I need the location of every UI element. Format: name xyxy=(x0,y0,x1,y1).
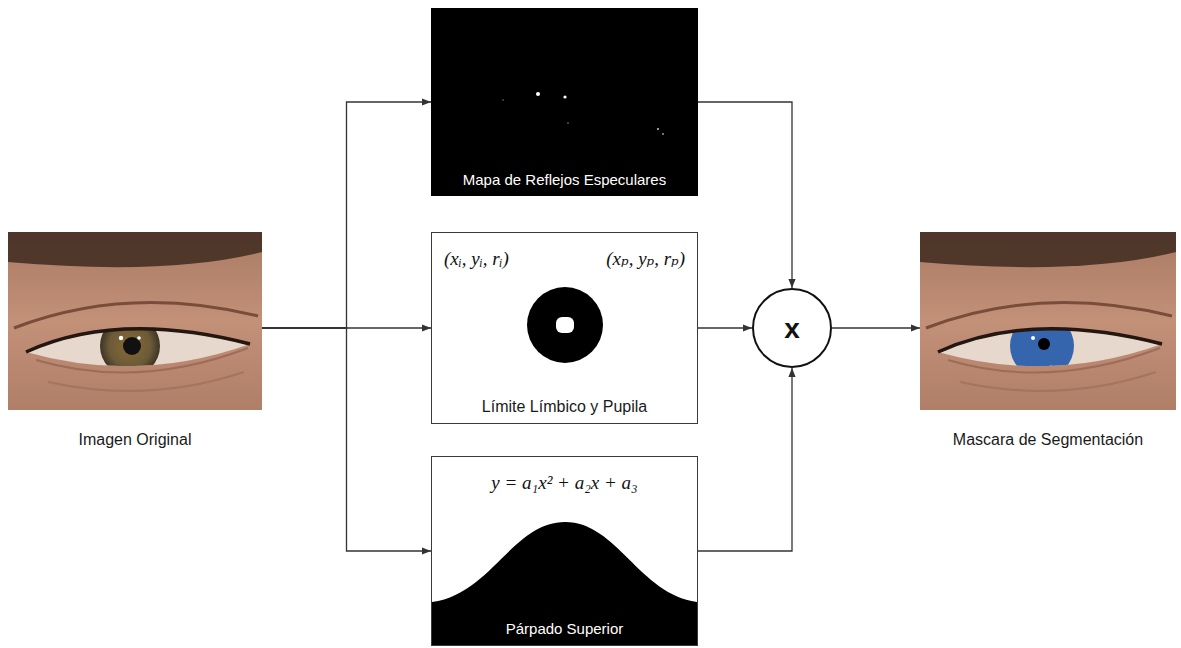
input-image: Imagen Original xyxy=(8,232,262,454)
text-row: (xᵢ, yᵢ, rᵢ) (xₚ, yₚ, rₚ) xyxy=(444,247,685,271)
caption: Límite Límbico y Pupila xyxy=(482,397,647,417)
text-row xyxy=(440,495,689,621)
text-row xyxy=(444,271,685,397)
skin xyxy=(8,232,262,410)
caption: Imagen Original xyxy=(79,430,192,450)
caption: Mapa de Reflejos Especulares xyxy=(463,171,666,190)
eyelid-region xyxy=(432,522,697,645)
eyebrow xyxy=(8,232,262,267)
pupil xyxy=(1038,338,1050,350)
caption: Mascara de Segmentación xyxy=(953,430,1143,450)
specular-dot xyxy=(1031,336,1035,340)
connector-arrow xyxy=(698,368,792,551)
segmented-photo xyxy=(920,232,1176,410)
text-row: Párpado Superior xyxy=(440,620,689,639)
skin xyxy=(920,232,1176,410)
formula: (xᵢ, yᵢ, rᵢ) xyxy=(444,247,509,271)
specular-map xyxy=(431,8,698,196)
iris xyxy=(100,316,160,376)
pupil-hole xyxy=(556,317,574,333)
lower-lid xyxy=(948,348,1160,373)
specular-dot xyxy=(1049,365,1052,368)
eyelashes xyxy=(26,329,250,352)
specular-dot xyxy=(567,122,569,124)
skin-fold xyxy=(960,372,1156,391)
eyelid-crease xyxy=(926,303,1172,328)
text-row xyxy=(437,8,692,171)
segmented-iris xyxy=(1010,314,1074,378)
skin-fold xyxy=(48,372,244,391)
text-row xyxy=(12,232,258,430)
eyebrow xyxy=(920,232,1176,267)
text-row xyxy=(924,232,1172,430)
iris-mask xyxy=(527,287,603,363)
specular-dot xyxy=(563,95,566,98)
connector-arrow xyxy=(698,327,752,328)
text-row: Mapa de Reflejos Especulares xyxy=(437,171,692,190)
specular-dot xyxy=(536,92,540,96)
text-row: Mascara de Segmentación xyxy=(924,430,1172,450)
specular-dot xyxy=(137,336,141,340)
operator-symbol: x xyxy=(784,311,800,346)
specular-dot xyxy=(657,128,659,130)
pupil xyxy=(123,337,141,355)
connector-arrow xyxy=(262,328,431,551)
eyelashes xyxy=(938,329,1162,352)
specular-dot xyxy=(502,99,504,101)
limbus-disc xyxy=(527,287,603,363)
specular-dot xyxy=(662,133,664,135)
text-row: Límite Límbico y Pupila xyxy=(444,397,685,417)
connector-arrow xyxy=(698,102,792,288)
upper-eyelid-box: y = a₁x² + a₂x + a₃ Párpado Superior xyxy=(431,456,698,646)
segmentation-image: Mascara de Segmentación xyxy=(920,232,1176,454)
multiply-node: x xyxy=(752,288,832,368)
formula: y = a₁x² + a₂x + a₃ xyxy=(491,471,637,495)
text-row: x xyxy=(754,290,830,366)
eyelid-crease xyxy=(14,303,258,328)
connector-arrow xyxy=(262,102,431,328)
text-row: y = a₁x² + a₂x + a₃ xyxy=(440,471,689,495)
text-row: Imagen Original xyxy=(12,430,258,450)
lower-lid xyxy=(36,348,248,373)
eye-photo xyxy=(8,232,262,410)
limbus-pupil-box: (xᵢ, yᵢ, rᵢ) (xₚ, yₚ, rₚ) Límite Límbico y… xyxy=(431,232,698,424)
specular-dot xyxy=(119,336,123,340)
caption: Párpado Superior xyxy=(506,620,624,639)
specular-map-box: Mapa de Reflejos Especulares xyxy=(431,8,698,196)
connector-arrow xyxy=(832,327,920,328)
eyelid-mask xyxy=(432,522,697,645)
formula: (xₚ, yₚ, rₚ) xyxy=(606,247,685,271)
map-ground xyxy=(431,8,698,196)
